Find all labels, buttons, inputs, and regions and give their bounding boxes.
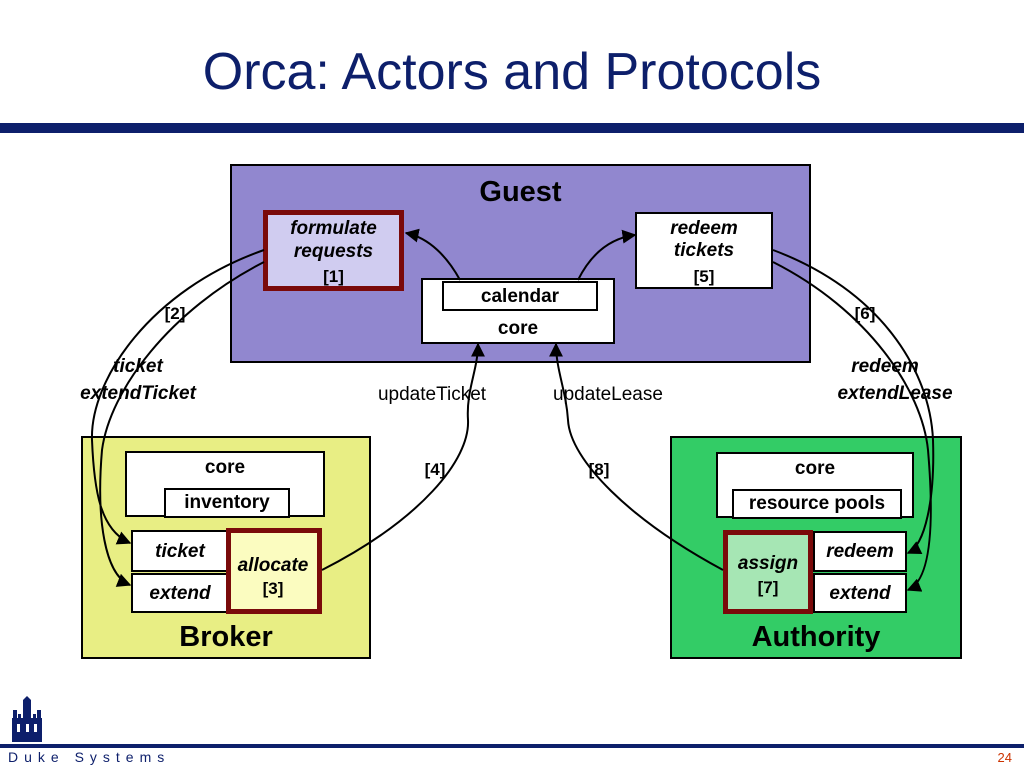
inventory-box: inventory xyxy=(164,488,290,518)
formulate-to-ticket-arrow xyxy=(90,249,265,545)
broker-ticket-label: ticket xyxy=(155,541,205,562)
calendar-label: calendar xyxy=(480,286,560,307)
footer-rule xyxy=(0,744,1024,748)
duke-chapel-logo-icon xyxy=(12,696,42,742)
allocate-label: allocate xyxy=(237,555,309,576)
resource-pools-box: resource pools xyxy=(732,489,902,519)
authority-extend-label: extend xyxy=(829,583,891,604)
updateticket-label: updateTicket xyxy=(377,384,487,405)
step1-label: [1] xyxy=(323,267,344,286)
broker-title: Broker xyxy=(179,621,273,653)
step3-label: [3] xyxy=(262,579,284,598)
requests-label: requests xyxy=(293,241,374,262)
title-rule xyxy=(0,123,1024,133)
authority-core-box: core resource pools xyxy=(716,452,914,519)
guest-core-box: calendar core xyxy=(421,278,615,344)
footer-org: Duke Systems xyxy=(8,749,171,765)
calendar-box: calendar xyxy=(442,281,598,311)
step8-label: [8] xyxy=(588,460,610,479)
redeem-tickets-box: redeem tickets [5] xyxy=(635,212,773,289)
extendticket-protocol-label: extendTicket xyxy=(80,383,196,404)
step5-label: [5] xyxy=(693,267,715,286)
broker-extend-label: extend xyxy=(149,583,211,604)
slide-title: Orca: Actors and Protocols xyxy=(202,43,822,101)
allocate-to-core-arrow xyxy=(321,342,485,571)
redeem-to-authority-extend-arrow xyxy=(772,261,932,592)
tickets-label: tickets xyxy=(673,240,735,261)
authority-core-label: core xyxy=(794,458,836,479)
formulate-requests-box: formulate requests [1] xyxy=(263,210,404,291)
extendlease-protocol-label: extendLease xyxy=(837,383,953,404)
step6-label: [6] xyxy=(854,304,876,323)
guest-core-label: core xyxy=(497,318,539,339)
updatelease-label: updateLease xyxy=(553,384,663,405)
resource-pools-label: resource pools xyxy=(748,493,886,514)
authority-redeem-box: redeem xyxy=(813,531,907,572)
redeem-to-authority-redeem-arrow xyxy=(772,249,935,554)
allocate-box: allocate [3] xyxy=(226,528,322,614)
authority-redeem-label: redeem xyxy=(826,541,894,562)
assign-to-core-arrow xyxy=(549,342,724,571)
broker-core-label: core xyxy=(204,457,246,478)
formulate-label: formulate xyxy=(290,218,377,239)
step2-label: [2] xyxy=(164,304,186,323)
step7-label: [7] xyxy=(757,578,779,597)
core-to-formulate-arrow xyxy=(404,228,461,281)
guest-title: Guest xyxy=(479,176,562,208)
assign-box: assign [7] xyxy=(723,530,813,614)
redeem-protocol-label: redeem xyxy=(851,356,919,377)
page-number: 24 xyxy=(997,750,1012,765)
authority-extend-box: extend xyxy=(813,573,907,613)
redeem-label: redeem xyxy=(670,218,738,239)
core-to-redeem-arrow xyxy=(577,229,637,281)
inventory-label: inventory xyxy=(184,492,270,513)
formulate-to-extend-arrow xyxy=(99,261,265,587)
broker-core-box: core inventory xyxy=(125,451,325,518)
ticket-protocol-label: ticket xyxy=(113,356,163,377)
authority-title: Authority xyxy=(751,621,881,653)
step4-label: [4] xyxy=(424,460,446,479)
assign-label: assign xyxy=(737,553,799,574)
